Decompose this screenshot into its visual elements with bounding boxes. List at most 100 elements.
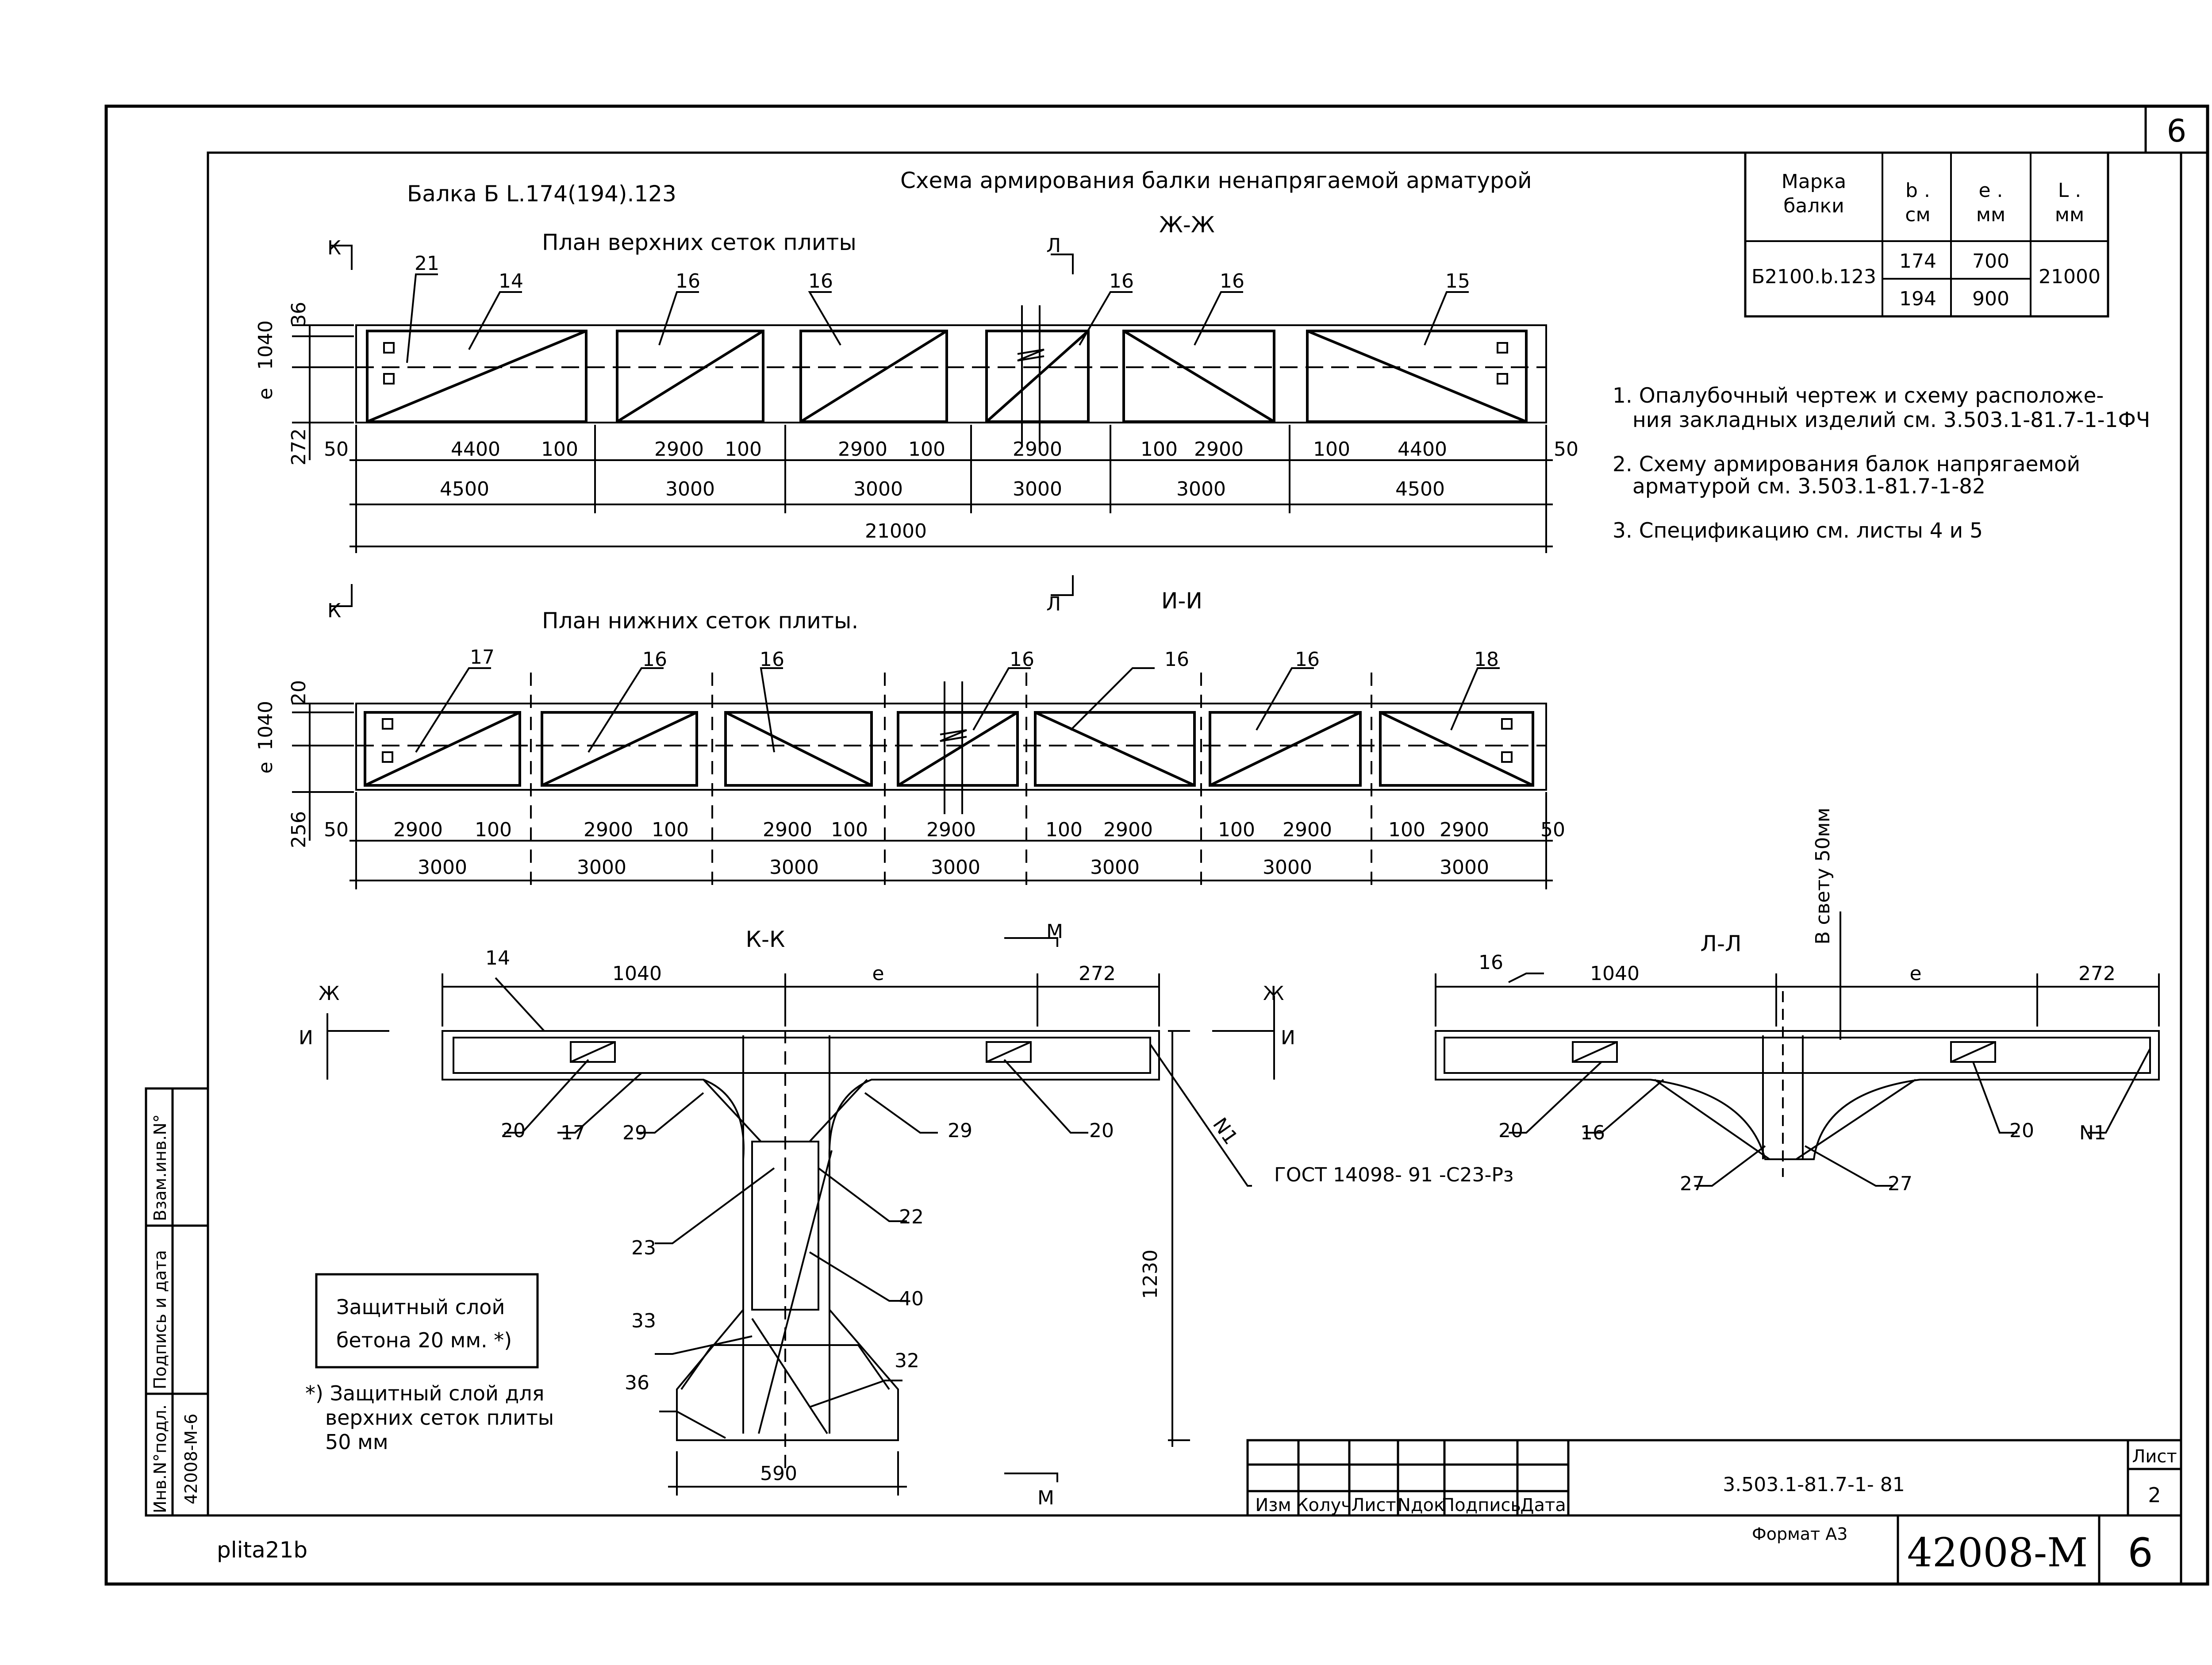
file-name: plita21b [217,1537,307,1563]
corner-box [2144,105,2209,154]
bottom-plan [292,667,1553,889]
svg-text:2900: 2900 [1283,819,1332,841]
svg-text:Ж: Ж [1263,982,1284,1005]
svg-text:ния закладных изделий см. 3.50: ния закладных изделий см. 3.503.1-81.7-1… [1632,408,2150,432]
svg-text:балки: балки [1783,195,1844,217]
svg-text:18: 18 [1474,648,1499,671]
svg-text:50: 50 [324,819,349,841]
svg-text:100: 100 [1313,438,1350,461]
svg-text:1040: 1040 [612,962,662,985]
svg-text:22: 22 [899,1206,924,1228]
svg-text:4400: 4400 [451,438,500,461]
svg-text:3000: 3000 [577,856,626,879]
svg-text:36: 36 [625,1372,649,1394]
cover-note-2: верхних сеток плиты [325,1406,554,1430]
svg-text:100: 100 [1218,819,1255,841]
svg-text:3000: 3000 [931,856,980,879]
svg-text:27: 27 [1888,1173,1912,1195]
svg-text:100: 100 [652,819,689,841]
svg-text:Колуч: Колуч [1296,1495,1352,1515]
svg-text:16: 16 [1220,270,1244,292]
svg-text:Лист: Лист [1351,1495,1396,1515]
svg-text:В свету 50мм: В свету 50мм [1812,808,1834,944]
svg-text:100: 100 [725,438,762,461]
svg-text:2900: 2900 [1013,438,1062,461]
svg-text:3000: 3000 [1013,478,1062,500]
svg-text:17: 17 [470,646,495,669]
svg-text:42008-М-6: 42008-М-6 [181,1414,201,1504]
svg-text:174: 174 [1899,250,1936,273]
svg-text:Дата: Дата [1520,1495,1566,1515]
svg-text:b .: b . [1905,179,1930,202]
svg-text:32: 32 [895,1350,919,1372]
svg-text:21000: 21000 [865,520,927,542]
main-title: Схема армирования балки ненапрягаемой ар… [900,168,1532,193]
svg-text:40: 40 [899,1288,924,1310]
section-kk-title: К-К [745,927,785,952]
svg-text:1040: 1040 [254,701,277,750]
svg-text:16: 16 [1295,648,1320,671]
title-block [1246,1439,2182,1585]
svg-text:36: 36 [288,302,310,327]
beam-title: Балка Б L.174(194).123 [407,181,676,207]
top-plan-labels: К К Л Л 14 16 16 16 16 15 21 50 4400 100… [254,235,1578,622]
svg-text:2900: 2900 [584,819,633,841]
outer-frame [104,104,2209,1586]
side-stamp-text: Инв.N°подл. Подпись и дата Взам.инв.N° 4… [150,1114,201,1513]
svg-text:Формат А3: Формат А3 [1752,1524,1847,1544]
svg-text:Лист: Лист [2132,1446,2177,1467]
svg-text:2900: 2900 [393,819,443,841]
corner-number: 6 [2167,113,2187,149]
cover-box-line1: Защитный слой [336,1295,505,1319]
svg-text:100: 100 [1141,438,1178,461]
svg-text:29: 29 [622,1122,647,1144]
svg-text:272: 272 [288,428,310,465]
inner-frame [207,151,2182,1517]
beam-table: Марка балки b . см e . мм L . мм Б2100.b… [1744,151,2109,318]
svg-text:100: 100 [831,819,868,841]
svg-text:ГОСТ 14098- 91 -С23-Рз: ГОСТ 14098- 91 -С23-Рз [1274,1164,1513,1186]
svg-text:3000: 3000 [1263,856,1312,879]
side-stamp [145,1087,209,1517]
svg-text:272: 272 [2078,962,2116,985]
svg-text:256: 256 [288,811,310,848]
svg-text:14: 14 [485,947,510,969]
svg-text:20: 20 [288,680,310,705]
svg-text:2900: 2900 [1194,438,1244,461]
section-ll-labels: 1040 e 272 В свету 50мм 16 20 16 27 27 2… [1479,808,2116,1195]
svg-text:16: 16 [642,648,667,671]
top-plan-title: План верхних сеток плиты [542,230,856,255]
svg-text:4500: 4500 [1395,478,1445,500]
svg-text:мм: мм [2055,204,2084,226]
svg-text:2. Схему армирования балок нап: 2. Схему армирования балок напрягаемой [1613,452,2080,477]
section-kk [326,937,1275,1496]
svg-text:194: 194 [1899,288,1936,310]
svg-text:N1: N1 [1208,1114,1242,1149]
cover-box-line2: бетона 20 мм. *) [336,1328,512,1352]
notes: 1. Опалубочный чертеж и схему расположе-… [1613,384,2150,543]
svg-text:Ж: Ж [319,982,339,1005]
svg-text:50: 50 [1554,438,1578,461]
svg-text:20: 20 [501,1119,526,1142]
svg-text:21: 21 [415,252,439,275]
svg-text:Инв.N°подл.: Инв.N°подл. [150,1404,170,1513]
cover-box [315,1273,539,1369]
svg-text:29: 29 [948,1119,972,1142]
svg-text:4400: 4400 [1398,438,1447,461]
svg-text:100: 100 [475,819,512,841]
bottom-plan-labels: 17 16 16 16 16 16 18 50 2900 100 2900 10… [254,646,1565,879]
svg-text:3000: 3000 [1090,856,1140,879]
svg-text:Изм: Изм [1255,1495,1291,1515]
svg-text:42008-М: 42008-М [1907,1530,2088,1576]
svg-text:20: 20 [2009,1119,2034,1142]
svg-text:900: 900 [1972,288,2009,310]
svg-text:33: 33 [631,1310,656,1332]
svg-text:3000: 3000 [769,856,819,879]
svg-text:590: 590 [760,1462,797,1485]
svg-text:1040: 1040 [1590,962,1640,985]
svg-text:Подпись и дата: Подпись и дата [150,1250,170,1389]
svg-text:16: 16 [808,270,833,292]
svg-text:e .: e . [1978,179,2003,202]
svg-text:3000: 3000 [665,478,715,500]
